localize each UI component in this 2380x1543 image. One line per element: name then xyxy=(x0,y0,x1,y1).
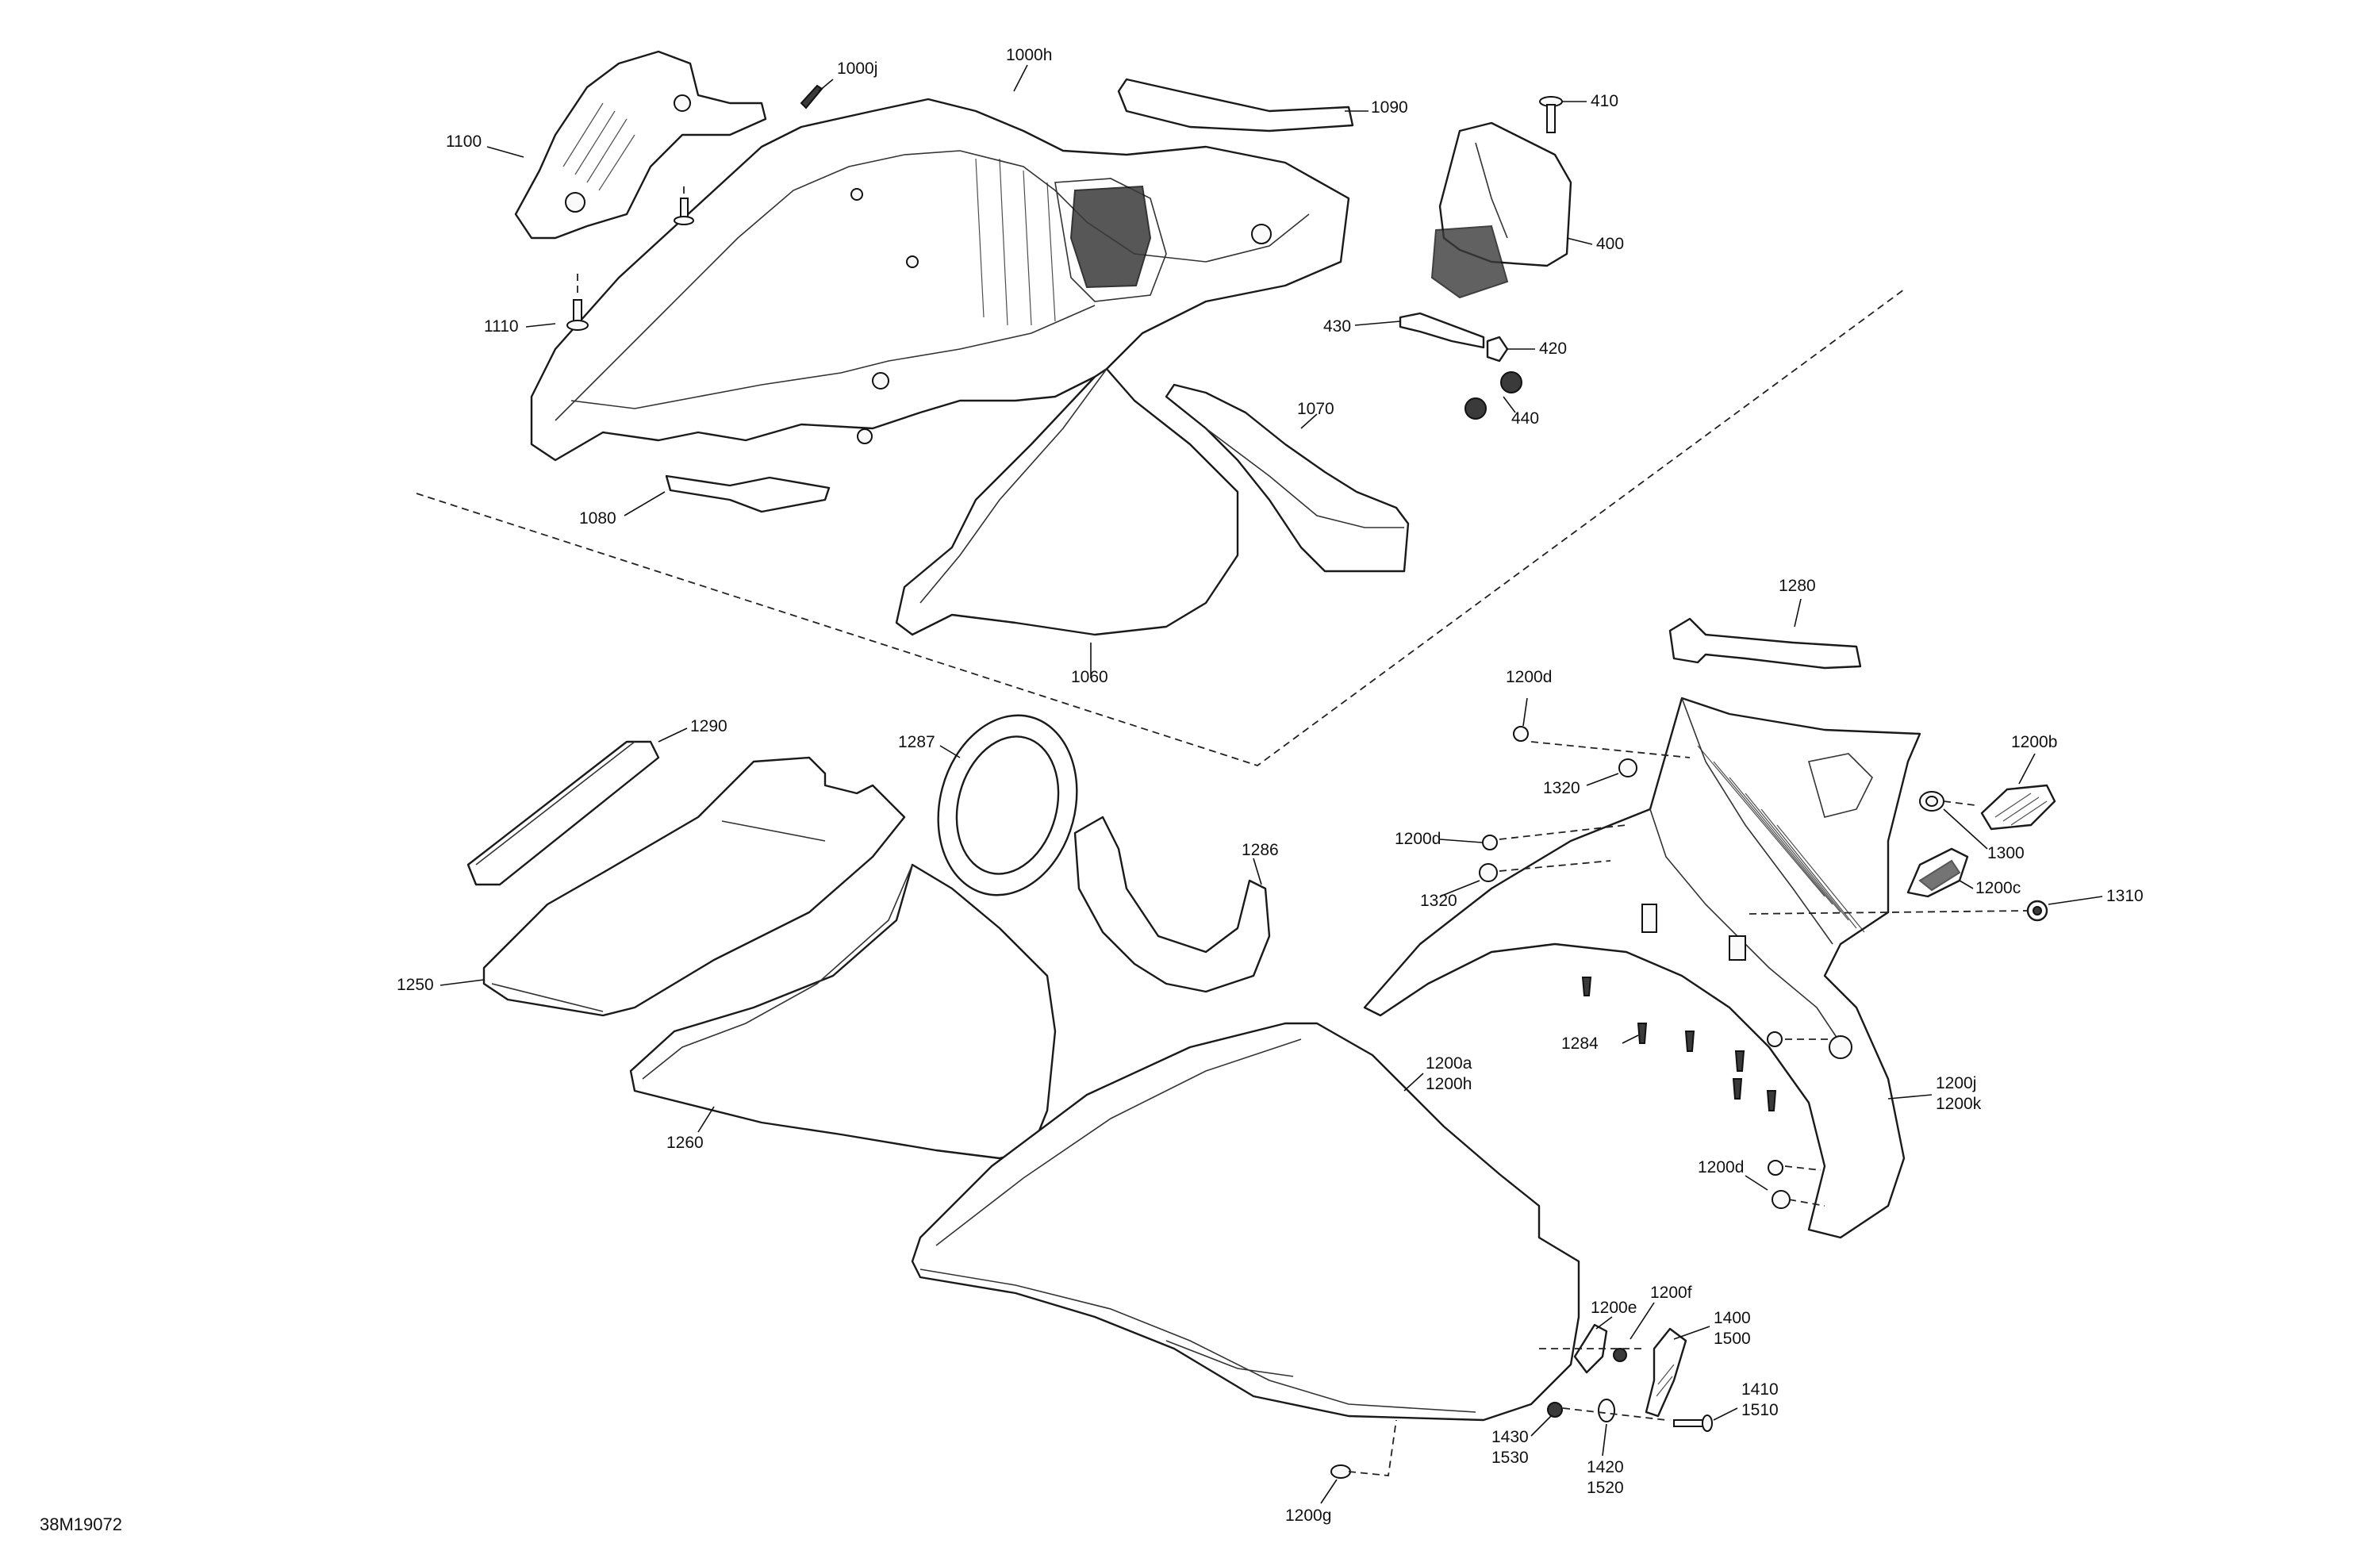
callout-440: 440 xyxy=(1511,409,1539,428)
callout-1410: 1410 xyxy=(1741,1380,1779,1399)
callout-1520: 1520 xyxy=(1587,1479,1624,1497)
bracket-430 xyxy=(1399,312,1485,349)
callout-1200f: 1200f xyxy=(1650,1284,1692,1302)
clip-420 xyxy=(1486,336,1509,363)
callout-1110: 1110 xyxy=(484,317,519,336)
panel-1070 xyxy=(1165,383,1410,573)
callout-1280: 1280 xyxy=(1779,577,1816,595)
front-panel-1200j xyxy=(1363,697,1921,1239)
clip-1000j xyxy=(800,84,823,109)
foam-u-1286 xyxy=(1073,816,1271,993)
callout-1530: 1530 xyxy=(1491,1449,1529,1467)
callout-1080: 1080 xyxy=(579,509,616,528)
callout-1100: 1100 xyxy=(446,132,482,151)
callout-1284: 1284 xyxy=(1561,1034,1599,1053)
callout-1200d-top: 1200d xyxy=(1506,668,1552,686)
callout-1200g: 1200g xyxy=(1285,1507,1331,1525)
connector-1310 xyxy=(2026,900,2048,922)
callout-1287: 1287 xyxy=(898,733,935,751)
washer-1420 xyxy=(1598,1399,1615,1422)
panel-1060 xyxy=(895,367,1239,636)
assembly-lines xyxy=(577,186,2028,1476)
foam-block-1290 xyxy=(466,740,660,886)
callout-400: 400 xyxy=(1596,235,1624,253)
callout-1200j: 1200j xyxy=(1936,1074,1976,1092)
callout-1000h: 1000h xyxy=(1006,46,1052,64)
callout-1286: 1286 xyxy=(1242,841,1279,859)
ring-1287 xyxy=(937,714,1078,896)
reflector-1200b xyxy=(1980,784,2056,831)
callout-1200k: 1200k xyxy=(1936,1095,1982,1113)
foam-pad-1260 xyxy=(629,863,1057,1160)
callout-430: 430 xyxy=(1323,317,1351,336)
callout-1290: 1290 xyxy=(690,717,727,735)
callout-1250: 1250 xyxy=(397,976,434,994)
nut-1430 xyxy=(1547,1402,1563,1418)
callout-1400: 1400 xyxy=(1714,1309,1751,1327)
bushing-1300 xyxy=(1919,791,1944,812)
callout-1260: 1260 xyxy=(666,1134,704,1152)
foam-strip-1280 xyxy=(1668,617,1862,670)
upper-body-panel xyxy=(530,98,1350,462)
screw-1200d xyxy=(1482,726,1783,1176)
screws-1284 xyxy=(1581,977,1777,1111)
callout-420: 420 xyxy=(1539,340,1567,358)
document-id: 38M19072 xyxy=(40,1514,122,1534)
callout-1070: 1070 xyxy=(1297,400,1334,418)
callout-1200h: 1200h xyxy=(1426,1075,1472,1093)
foam-pad-1250 xyxy=(482,756,906,1017)
bolt-1410 xyxy=(1673,1414,1713,1432)
reflector-1200c xyxy=(1906,847,1969,898)
switch-housing-400 xyxy=(1430,121,1572,299)
reference-plane-line xyxy=(416,289,1905,766)
callout-1060: 1060 xyxy=(1071,668,1108,686)
callout-1320-top: 1320 xyxy=(1543,779,1580,797)
callout-1200b: 1200b xyxy=(2011,733,2057,751)
callout-1300: 1300 xyxy=(1987,844,2025,862)
callout-1200c: 1200c xyxy=(1975,879,2021,897)
side-bracket xyxy=(514,50,767,240)
bracket-1400 xyxy=(1645,1327,1687,1418)
foam-strip-1090 xyxy=(1117,78,1354,132)
callout-1420: 1420 xyxy=(1587,1458,1624,1476)
callout-1430: 1430 xyxy=(1491,1428,1529,1446)
washer-1200g xyxy=(1330,1464,1351,1479)
callout-1500: 1500 xyxy=(1714,1330,1751,1348)
grommet-1200f xyxy=(1613,1348,1627,1362)
callout-1200d-bottom: 1200d xyxy=(1698,1158,1744,1176)
side-panel-1200a xyxy=(911,1022,1580,1422)
leader-lines xyxy=(440,64,2103,1504)
callout-1000j: 1000j xyxy=(837,59,877,78)
callout-1200e: 1200e xyxy=(1591,1299,1637,1317)
callout-410: 410 xyxy=(1591,92,1618,110)
callout-1200a: 1200a xyxy=(1426,1054,1472,1073)
callout-labels: 1000h 1000j 1090 1100 1110 1080 1070 106… xyxy=(397,46,2144,1525)
callout-1090: 1090 xyxy=(1371,98,1408,117)
callout-1310: 1310 xyxy=(2106,887,2144,905)
callout-1200d-mid: 1200d xyxy=(1395,830,1441,848)
screw-1110 xyxy=(566,198,694,331)
callout-1510: 1510 xyxy=(1741,1401,1779,1419)
nut-440 xyxy=(1464,371,1522,420)
foam-strip-1080 xyxy=(665,474,831,513)
callout-1320-mid: 1320 xyxy=(1420,892,1457,910)
screw-410 xyxy=(1539,96,1563,133)
